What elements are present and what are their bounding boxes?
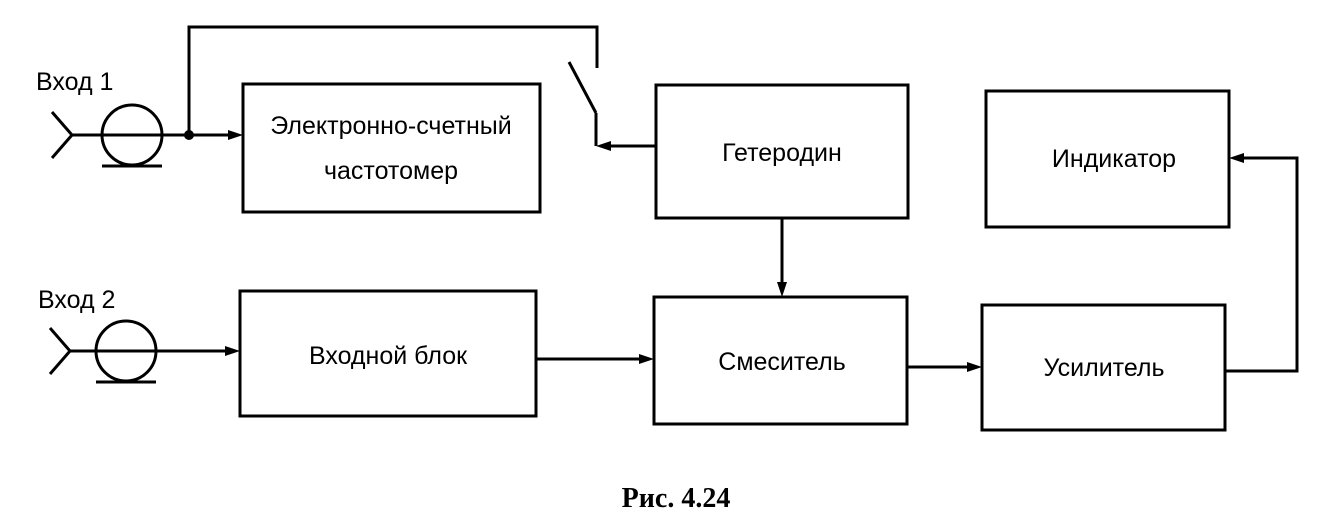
input-block-label: Входной блок — [309, 342, 468, 370]
indicator-label: Индикатор — [1052, 145, 1176, 173]
input-block: Входной блок — [238, 289, 538, 418]
input1-label: Вход 1 — [36, 68, 113, 96]
heterodyne-to-mixer-arrowhead — [777, 282, 787, 297]
input2-label: Вход 2 — [38, 286, 115, 314]
mixer-to-amplifier-arrowhead — [967, 362, 982, 372]
counter-loop-wire — [187, 25, 599, 135]
heterodyne-label: Гетеродин — [722, 139, 842, 167]
frequency-counter-label-line2: частотомер — [324, 157, 458, 185]
figure-caption: Рис. 4.24 — [622, 483, 731, 514]
input2-arrowhead — [225, 346, 240, 356]
frequency-counter-label-line1: Электронно-счетный — [270, 112, 511, 140]
input-block-to-mixer-arrowhead — [639, 354, 654, 364]
amplifier-label: Усилитель — [1043, 354, 1164, 382]
indicator-block: Индикатор — [984, 89, 1231, 229]
input1-arrowhead — [228, 130, 243, 140]
switch-arrowhead — [596, 141, 611, 151]
mixer-label: Смеситель — [718, 348, 845, 376]
amplifier-to-indicator-arrowhead — [1229, 153, 1244, 163]
amplifier-to-indicator-wire — [1225, 156, 1299, 373]
heterodyne-block: Гетеродин — [654, 83, 910, 220]
mixer-block: Смеситель — [652, 295, 909, 426]
switch-icon — [567, 61, 598, 146]
frequency-counter-block: Электронно-счетный частотомер — [241, 82, 542, 214]
amplifier-block: Усилитель — [980, 303, 1227, 432]
